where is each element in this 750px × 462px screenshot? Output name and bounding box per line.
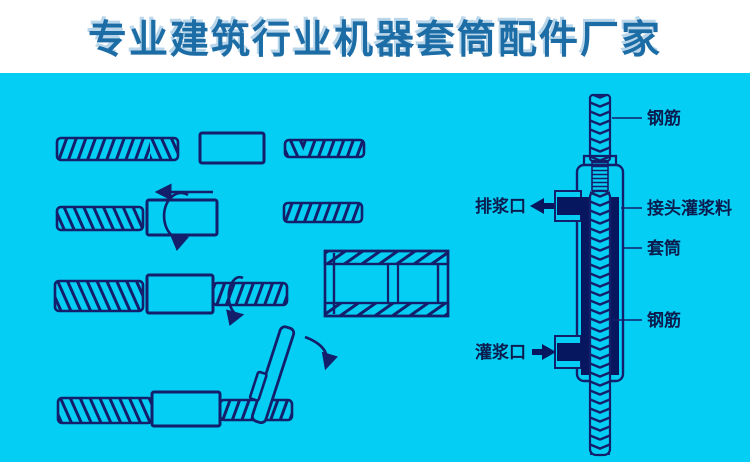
outlet-pipe-drawing xyxy=(557,197,585,215)
inlet-pipe-drawing xyxy=(557,343,585,361)
sleeve-outline-drawing xyxy=(198,131,266,165)
bottom-rebar-drawing xyxy=(588,189,612,457)
outlet-flow-arrow-icon xyxy=(530,198,554,214)
step4-tightening-drawing xyxy=(56,325,338,428)
label-sleeve: 套筒 xyxy=(646,238,681,258)
short-rebar-drawing xyxy=(282,201,364,224)
label-joint-grout: 接头灌浆料 xyxy=(647,198,732,218)
sleeve-outline-drawing xyxy=(145,198,219,237)
label-rebar-top: 钢筋 xyxy=(647,108,681,128)
top-rebar-drawing xyxy=(588,93,612,192)
tighten-arc-arrow xyxy=(304,335,338,371)
coupler-cross-section-drawing xyxy=(323,249,450,318)
assembly-steps-diagram xyxy=(53,131,450,428)
rebar-bar-drawing xyxy=(55,136,180,162)
sleeve-outline-drawing xyxy=(145,273,215,315)
sleeve-outline-drawing xyxy=(150,390,222,428)
banner-header: 专业建筑行业机器套筒配件厂家 xyxy=(0,0,750,73)
inlet-flow-arrow-icon xyxy=(532,344,556,360)
banner-title: 专业建筑行业机器套筒配件厂家 xyxy=(87,18,662,62)
center-stop-drawing xyxy=(386,262,400,305)
label-grout-outlet: 排浆口 xyxy=(475,196,526,216)
label-rebar-bottom: 钢筋 xyxy=(647,310,681,330)
step1-parts-drawing xyxy=(55,131,366,165)
rotation-arc-arrow xyxy=(162,191,190,251)
short-rebar-drawing xyxy=(283,138,366,159)
label-grout-inlet: 灌浆口 xyxy=(475,342,526,362)
step3-joining-drawing xyxy=(53,273,289,326)
rotation-arc-arrow xyxy=(226,275,245,326)
grout-sleeve-section-diagram: 钢筋 接头灌浆料 套筒 钢筋 排浆口 灌浆口 xyxy=(475,93,732,457)
step2-threading-drawing xyxy=(55,183,364,251)
threaded-end-drawing xyxy=(591,160,609,192)
wrench-drawing xyxy=(248,325,296,425)
rebar-bar-drawing xyxy=(55,205,145,232)
rebar-bar-drawing xyxy=(53,279,145,313)
